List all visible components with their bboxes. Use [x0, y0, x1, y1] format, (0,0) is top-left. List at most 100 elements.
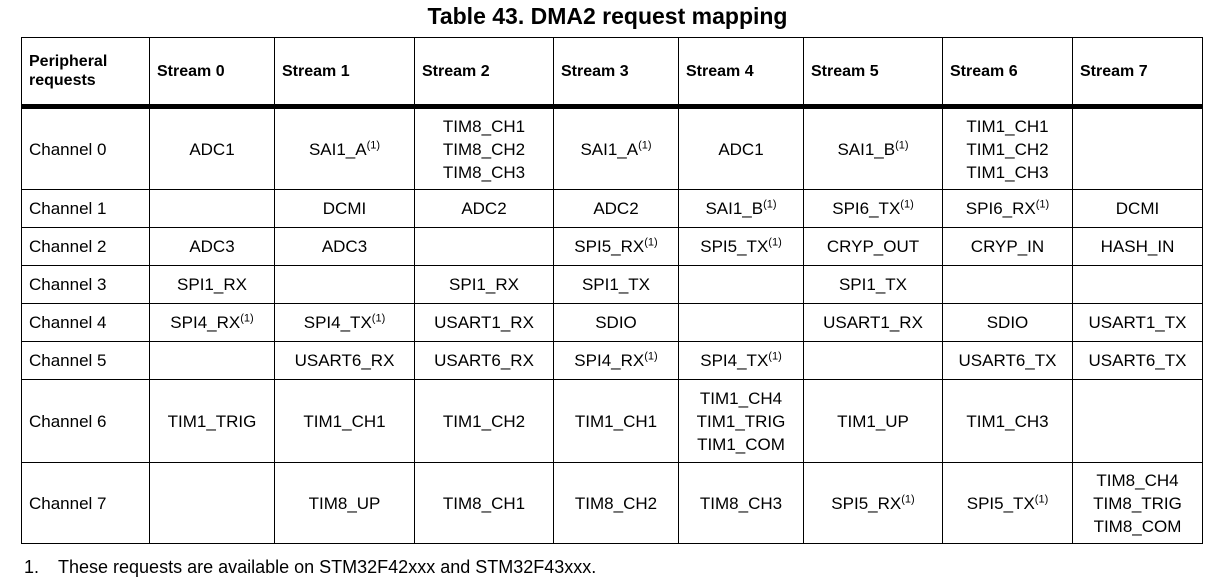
request-cell: TIM1_CH1: [274, 379, 415, 463]
request-name: USART1_TX: [1080, 311, 1195, 334]
channel-label: Channel 0: [21, 106, 150, 190]
request-cell: ADC1: [678, 106, 804, 190]
request-name: CRYP_OUT: [811, 235, 935, 258]
request-cell: SAI1_A(1): [553, 106, 679, 190]
footnote-reference: (1): [644, 350, 658, 363]
request-name: SPI1_RX: [157, 273, 267, 296]
request-text: TIM1_TRIG: [696, 411, 786, 431]
request-cell: SPI4_TX(1): [678, 341, 804, 380]
request-text: ADC1: [189, 139, 235, 159]
header-stream-5: Stream 5: [803, 37, 943, 109]
request-name: TIM8_CH1: [422, 492, 546, 515]
header-stream-4: Stream 4: [678, 37, 804, 109]
request-name: TIM1_TRIG: [157, 410, 267, 433]
request-text: TIM1_UP: [837, 411, 909, 431]
request-name: SPI4_RX(1): [157, 311, 267, 334]
request-cell: SPI1_RX: [149, 265, 275, 304]
request-cell: [274, 265, 415, 304]
request-cell: ADC1: [149, 106, 275, 190]
request-cell: DCMI: [274, 189, 415, 228]
request-text: SAI1_A: [580, 139, 639, 159]
request-cell: ADC3: [149, 227, 275, 266]
request-cell: CRYP_OUT: [803, 227, 943, 266]
request-cell: USART6_RX: [414, 341, 554, 380]
request-cell: USART1_TX: [1072, 303, 1203, 342]
request-text: CRYP_OUT: [826, 237, 920, 256]
request-text: ADC1: [718, 139, 764, 159]
request-text: SPI6_RX: [965, 199, 1036, 218]
header-stream-2: Stream 2: [414, 37, 554, 109]
request-text: SPI4_RX: [574, 351, 645, 370]
request-name: SDIO: [950, 311, 1065, 334]
request-text: TIM8_TRIG: [1093, 493, 1182, 513]
footnote-reference: (1): [366, 138, 381, 151]
request-name: TIM8_CH1: [422, 115, 546, 138]
channel-label: Channel 1: [21, 189, 150, 228]
footnote-reference: (1): [763, 198, 777, 211]
header-row: Peripheral requests Stream 0 Stream 1 St…: [21, 37, 1203, 109]
request-name: TIM1_CH3: [950, 161, 1065, 184]
request-cell: ADC2: [553, 189, 679, 228]
request-text: TIM8_CH4: [1096, 470, 1179, 490]
request-name: SPI6_TX(1): [811, 197, 935, 220]
request-text: SPI1_RX: [449, 275, 519, 294]
request-cell: [1072, 265, 1203, 304]
request-cell: TIM8_CH2: [553, 462, 679, 544]
request-cell: SPI1_RX: [414, 265, 554, 304]
request-cell: SPI5_TX(1): [678, 227, 804, 266]
channel-label: Channel 5: [21, 341, 150, 380]
request-text: ADC3: [321, 237, 368, 256]
request-text: ADC2: [593, 199, 639, 218]
footnote-reference: (1): [644, 236, 658, 249]
request-text: TIM1_CH1: [574, 411, 658, 431]
request-cell: TIM1_CH2: [414, 379, 554, 463]
request-name: ADC1: [686, 138, 796, 161]
request-cell: USART6_RX: [274, 341, 415, 380]
request-name: TIM8_CH3: [422, 161, 546, 184]
request-cell: SPI4_RX(1): [149, 303, 275, 342]
header-stream-1: Stream 1: [274, 37, 415, 109]
dma2-request-mapping-table: Peripheral requests Stream 0 Stream 1 St…: [21, 37, 1203, 544]
request-text: TIM1_COM: [697, 434, 785, 454]
request-text: SAI1_B: [837, 139, 896, 159]
request-name: TIM8_UP: [282, 492, 407, 515]
request-text: SAI1_B: [705, 199, 764, 218]
request-cell: TIM1_CH3: [942, 379, 1073, 463]
request-cell: [678, 303, 804, 342]
request-text: ADC3: [189, 237, 235, 256]
request-text: TIM8_CH3: [699, 493, 783, 513]
request-text: TIM8_CH2: [574, 493, 658, 513]
request-text: TIM1_CH1: [303, 411, 386, 431]
request-text: SPI4_RX: [170, 313, 241, 332]
request-name: TIM1_CH3: [950, 410, 1065, 433]
channel-label: Channel 3: [21, 265, 150, 304]
request-name: SPI1_TX: [811, 273, 935, 296]
footnote-reference: (1): [900, 198, 914, 211]
request-name: USART6_RX: [422, 349, 546, 372]
request-text: DCMI: [1115, 199, 1160, 218]
request-cell: TIM1_UP: [803, 379, 943, 463]
request-name: SPI4_TX(1): [282, 311, 407, 334]
request-text: USART6_TX: [958, 351, 1057, 370]
request-name: ADC1: [157, 138, 267, 161]
footnote: 1.These requests are available on STM32F…: [24, 557, 596, 578]
request-name: SPI5_TX(1): [950, 492, 1065, 515]
channel-label: Channel 6: [21, 379, 150, 463]
request-text: SPI5_TX: [700, 237, 769, 256]
request-cell: SPI5_RX(1): [803, 462, 943, 544]
request-name: TIM8_CH4: [1080, 469, 1195, 492]
channel-label: Channel 4: [21, 303, 150, 342]
request-text: SPI1_RX: [177, 275, 247, 294]
request-text: TIM1_CH2: [442, 411, 526, 431]
request-cell: SPI1_TX: [803, 265, 943, 304]
request-cell: SPI6_RX(1): [942, 189, 1073, 228]
request-cell: TIM8_CH3: [678, 462, 804, 544]
request-text: ADC2: [461, 199, 507, 218]
